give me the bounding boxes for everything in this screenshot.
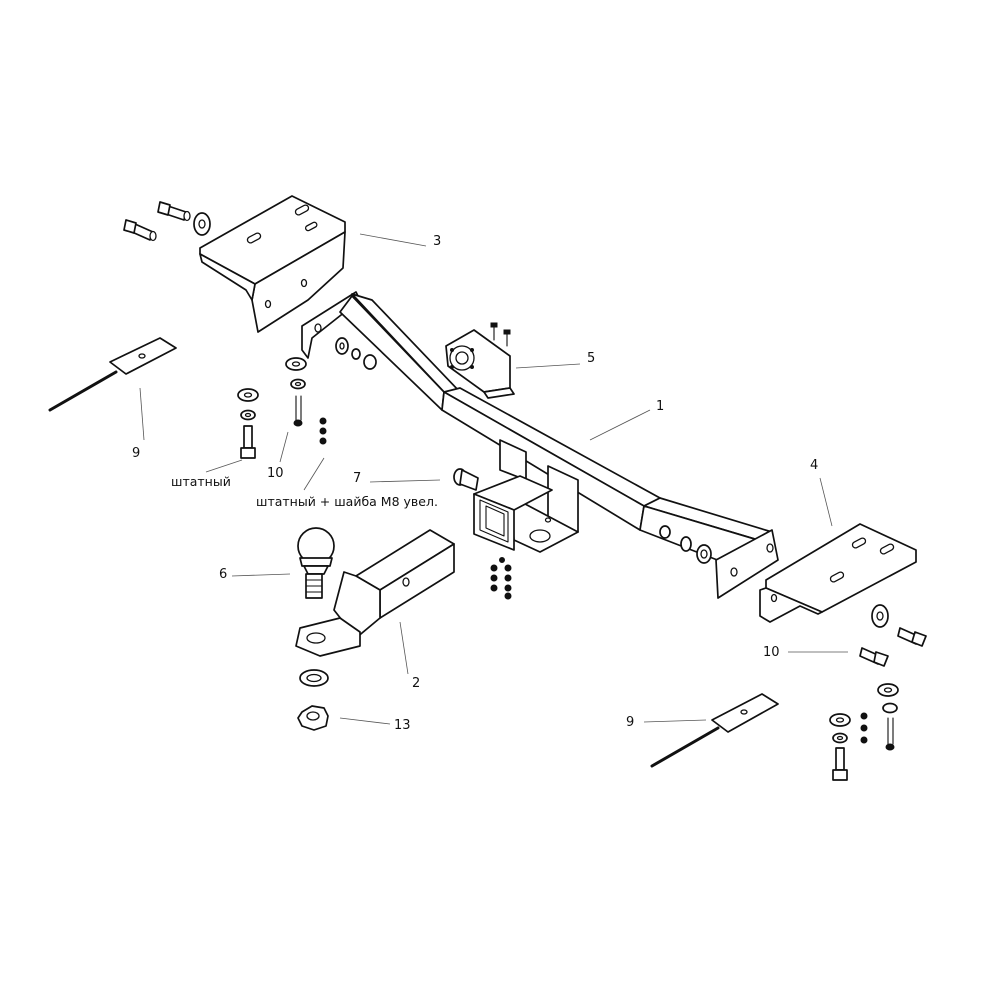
callout-13: 13	[394, 718, 411, 733]
socket-plate	[445, 329, 515, 399]
right-fastener-stack-left	[829, 713, 851, 781]
main-crossbar	[301, 291, 779, 599]
wiring-tag-left	[48, 337, 177, 412]
ball-washer	[299, 669, 329, 687]
right-small-nuts	[860, 712, 868, 744]
right-fastener-stack-right	[877, 683, 899, 751]
leader-lines	[139, 233, 848, 725]
left-mounting-bracket	[199, 195, 346, 333]
ball-nut	[297, 705, 329, 731]
note-standard-plus-washer: штатный + шайба М8 увел.	[256, 494, 438, 509]
callout-1: 1	[656, 399, 664, 414]
callout-3: 3	[433, 234, 441, 249]
bracket-bolt-upper	[157, 201, 191, 222]
callout-7: 7	[353, 471, 361, 486]
right-bracket-washer	[871, 604, 889, 628]
callout-4: 4	[810, 458, 818, 473]
callout-9-left: 9	[132, 446, 140, 461]
wiring-tag-right	[650, 693, 779, 768]
socket-screws	[490, 322, 511, 347]
receiver-small-nuts	[490, 557, 512, 600]
callout-10-left: 10	[267, 466, 284, 481]
right-bracket-bolt-upper	[897, 627, 927, 647]
callout-2: 2	[412, 676, 420, 691]
ball-mount	[295, 529, 455, 657]
callout-9-right: 9	[626, 715, 634, 730]
tow-ball	[297, 527, 335, 599]
left-fastener-stack	[237, 388, 259, 459]
callout-10-right: 10	[763, 645, 780, 660]
crossbar-nut-left	[335, 337, 377, 370]
bracket-bolt-lower	[123, 219, 157, 242]
callout-6: 6	[219, 567, 227, 582]
note-standard: штатный	[171, 474, 231, 489]
callout-5: 5	[587, 351, 595, 366]
right-mounting-bracket	[759, 523, 917, 623]
right-bracket-bolt-lower	[859, 647, 889, 667]
bracket-washer-left	[193, 212, 211, 236]
center-small-nuts	[319, 417, 327, 445]
center-fastener-stack	[285, 357, 307, 427]
